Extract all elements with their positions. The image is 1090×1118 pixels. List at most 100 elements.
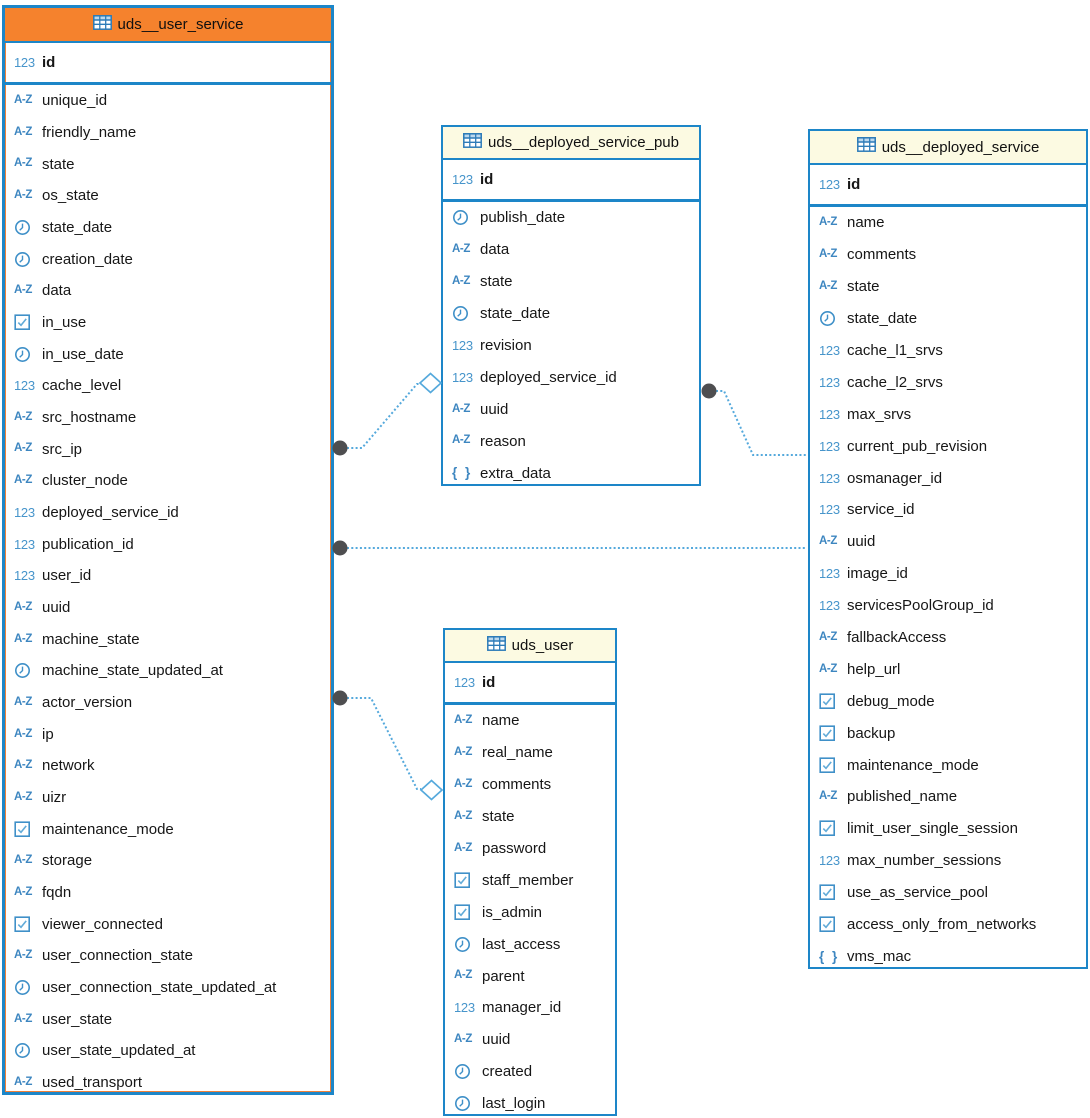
table-row[interactable]: A-Z src_hostname (5, 402, 331, 434)
table-row[interactable]: 123 image_id (810, 558, 1086, 590)
table-row[interactable]: A-Z real_name (445, 737, 615, 769)
table-row[interactable]: A-Z data (5, 275, 331, 307)
table-row[interactable]: A-Z cluster_node (5, 465, 331, 497)
table-header[interactable]: uds__user_service (5, 8, 331, 43)
table-row[interactable]: A-Z comments (810, 239, 1086, 271)
table-row[interactable]: access_only_from_networks (810, 909, 1086, 941)
table-row[interactable]: staff_member (445, 864, 615, 896)
table-row[interactable]: A-Z state (443, 266, 699, 298)
table-row[interactable]: 123 cache_level (5, 370, 331, 402)
table-row[interactable]: 123 servicesPoolGroup_id (810, 590, 1086, 622)
table-row[interactable]: A-Z fqdn (5, 877, 331, 909)
table-row[interactable]: 123 publication_id (5, 528, 331, 560)
table-row[interactable]: limit_user_single_session (810, 813, 1086, 845)
table-row[interactable]: in_use_date (5, 338, 331, 370)
column-name: access_only_from_networks (847, 916, 1037, 934)
table-row[interactable]: machine_state_updated_at (5, 655, 331, 687)
table-row[interactable]: A-Z ip (5, 718, 331, 750)
primary-key-row[interactable]: 123 id (5, 43, 331, 85)
table-row[interactable]: { } vms_mac (810, 940, 1086, 972)
table-row[interactable]: 123 deployed_service_id (5, 497, 331, 529)
table-row[interactable]: A-Z network (5, 750, 331, 782)
entity-table-uds__deployed_service[interactable]: uds__deployed_service 123 id A-Z name A-… (808, 129, 1088, 969)
table-row[interactable]: { } extra_data (443, 457, 699, 489)
table-row[interactable]: A-Z used_transport (5, 1067, 331, 1099)
table-row[interactable]: in_use (5, 307, 331, 339)
table-row[interactable]: A-Z src_ip (5, 433, 331, 465)
table-row[interactable]: A-Z user_connection_state (5, 940, 331, 972)
entity-table-uds__deployed_service_pub[interactable]: uds__deployed_service_pub 123 id publish… (441, 125, 701, 486)
table-row[interactable]: 123 max_number_sessions (810, 845, 1086, 877)
table-row[interactable]: A-Z uizr (5, 782, 331, 814)
relation-line[interactable] (716, 390, 807, 456)
primary-key-row[interactable]: 123 id (445, 663, 615, 705)
table-row[interactable]: A-Z uuid (443, 393, 699, 425)
table-row[interactable]: A-Z uuid (5, 592, 331, 624)
table-row[interactable]: last_login (445, 1088, 615, 1118)
table-row[interactable]: is_admin (445, 896, 615, 928)
table-row[interactable]: A-Z parent (445, 960, 615, 992)
table-row[interactable]: A-Z actor_version (5, 687, 331, 719)
table-row[interactable]: A-Z name (445, 705, 615, 737)
table-row[interactable]: state_date (5, 212, 331, 244)
table-row[interactable]: state_date (810, 303, 1086, 335)
table-row[interactable]: created (445, 1056, 615, 1088)
table-row[interactable]: A-Z state (445, 801, 615, 833)
table-header[interactable]: uds__deployed_service (810, 131, 1086, 165)
table-row[interactable]: 123 service_id (810, 494, 1086, 526)
table-row[interactable]: A-Z name (810, 207, 1086, 239)
table-row[interactable]: A-Z user_state (5, 1003, 331, 1035)
table-row[interactable]: A-Z uuid (445, 1024, 615, 1056)
table-row[interactable]: 123 revision (443, 330, 699, 362)
table-row[interactable]: user_connection_state_updated_at (5, 972, 331, 1004)
relation-line[interactable] (347, 697, 421, 790)
relation-line[interactable] (347, 383, 420, 449)
table-row[interactable]: 123 cache_l1_srvs (810, 335, 1086, 367)
primary-key-row[interactable]: 123 id (810, 165, 1086, 207)
table-row[interactable]: A-Z state (810, 271, 1086, 303)
table-row[interactable]: A-Z state (5, 148, 331, 180)
table-row[interactable]: publish_date (443, 202, 699, 234)
table-row[interactable]: 123 deployed_service_id (443, 361, 699, 393)
table-row[interactable]: A-Z published_name (810, 781, 1086, 813)
table-row[interactable]: A-Z friendly_name (5, 117, 331, 149)
table-row[interactable]: maintenance_mode (810, 749, 1086, 781)
table-row[interactable]: 123 user_id (5, 560, 331, 592)
relation-user_service-deployed_service[interactable] (332, 540, 808, 556)
entity-table-uds_user[interactable]: uds_user 123 id A-Z name A-Z real_name A… (443, 628, 617, 1116)
table-row[interactable]: A-Z help_url (810, 653, 1086, 685)
table-row[interactable]: A-Z comments (445, 769, 615, 801)
string-type-icon: A-Z (454, 746, 472, 759)
table-row[interactable]: A-Z password (445, 833, 615, 865)
table-row[interactable]: 123 cache_l2_srvs (810, 366, 1086, 398)
table-row[interactable]: 123 max_srvs (810, 398, 1086, 430)
table-row[interactable]: creation_date (5, 243, 331, 275)
relation-user_service-uds_user[interactable] (332, 690, 444, 801)
table-row[interactable]: A-Z data (443, 234, 699, 266)
table-row[interactable]: A-Z fallbackAccess (810, 622, 1086, 654)
relation-deployed_service_pub-deployed_service[interactable] (701, 383, 808, 456)
table-row[interactable]: viewer_connected (5, 908, 331, 940)
table-row[interactable]: backup (810, 717, 1086, 749)
table-row[interactable]: maintenance_mode (5, 813, 331, 845)
table-row[interactable]: A-Z unique_id (5, 85, 331, 117)
table-row[interactable]: A-Z storage (5, 845, 331, 877)
table-header[interactable]: uds_user (445, 630, 615, 663)
table-header[interactable]: uds__deployed_service_pub (443, 127, 699, 160)
table-row[interactable]: 123 osmanager_id (810, 462, 1086, 494)
table-row[interactable]: state_date (443, 298, 699, 330)
relation-user_service-deployed_service_pub[interactable] (332, 372, 443, 456)
primary-key-row[interactable]: 123 id (443, 160, 699, 202)
table-row[interactable]: A-Z os_state (5, 180, 331, 212)
table-row[interactable]: 123 current_pub_revision (810, 430, 1086, 462)
table-row[interactable]: A-Z reason (443, 425, 699, 457)
table-row[interactable]: user_state_updated_at (5, 1035, 331, 1067)
table-row[interactable]: A-Z uuid (810, 526, 1086, 558)
table-row[interactable]: A-Z machine_state (5, 623, 331, 655)
table-row[interactable]: debug_mode (810, 685, 1086, 717)
table-row[interactable]: last_access (445, 928, 615, 960)
table-row[interactable]: 123 manager_id (445, 992, 615, 1024)
entity-table-uds__user_service[interactable]: uds__user_service 123 id A-Z unique_id A… (2, 5, 334, 1095)
table-row[interactable]: use_as_service_pool (810, 877, 1086, 909)
